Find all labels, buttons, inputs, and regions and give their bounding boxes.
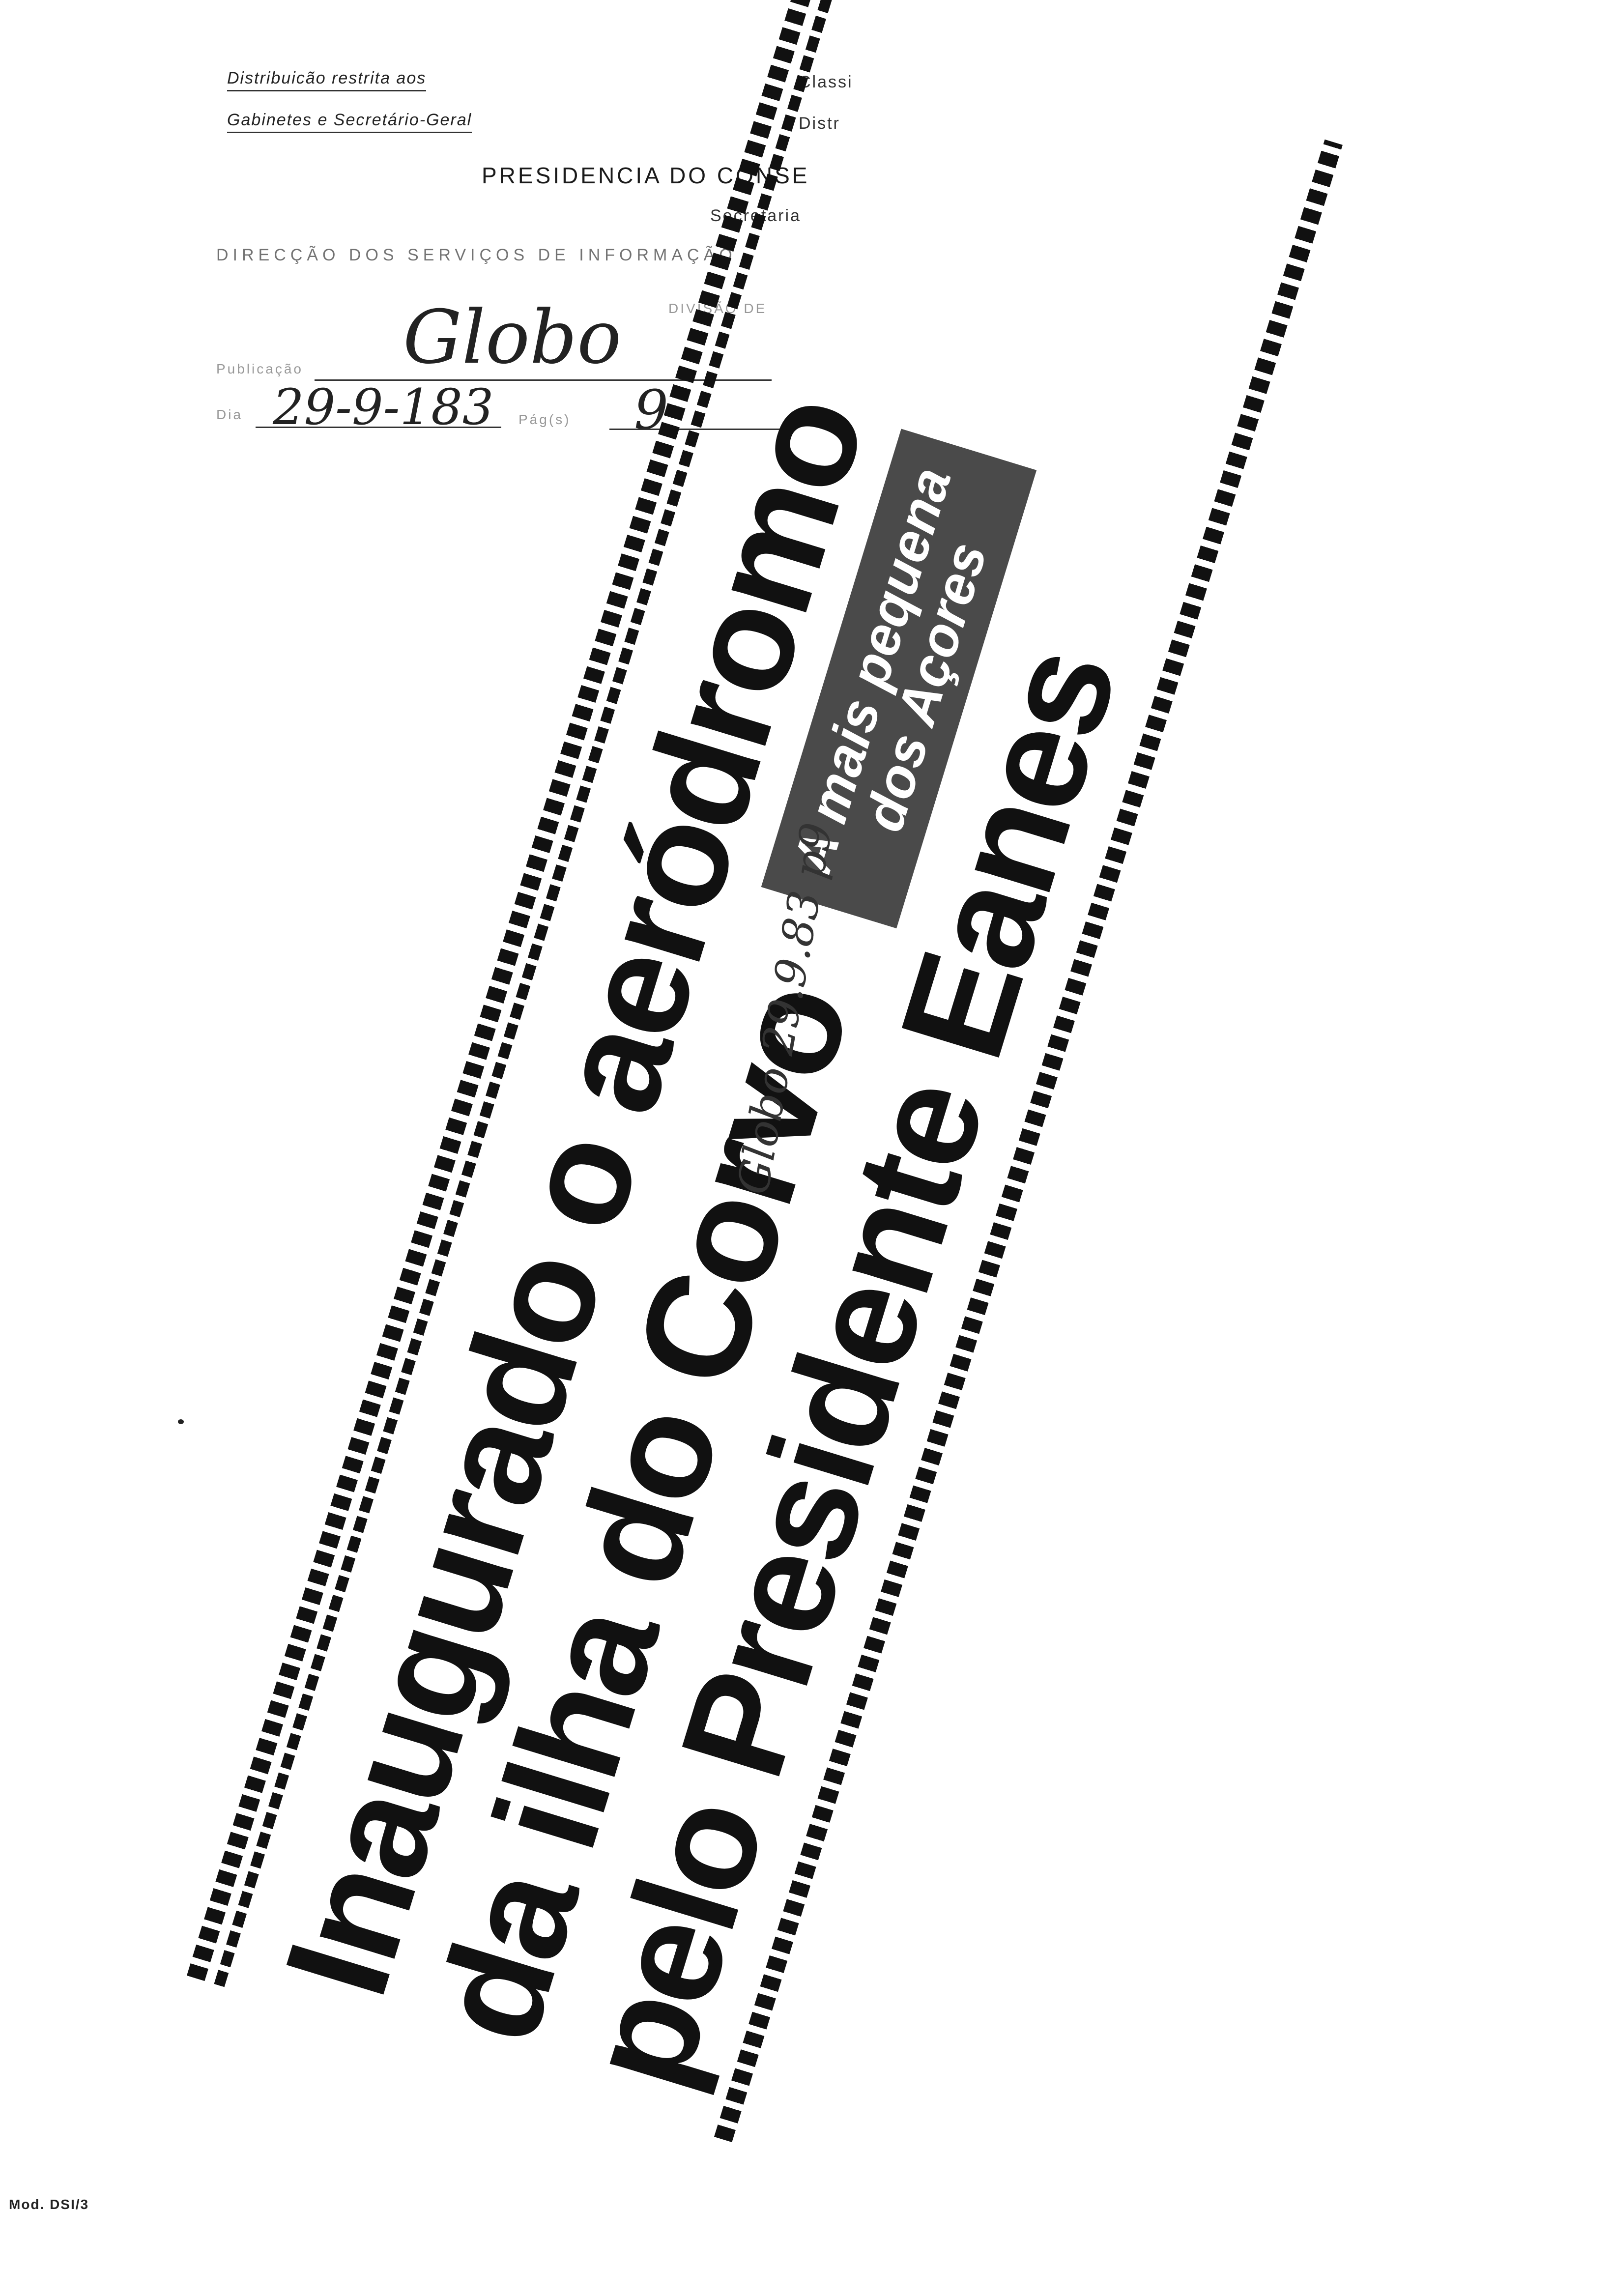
publicacao-underline — [315, 379, 772, 381]
dia-underline — [256, 427, 501, 428]
pagina-label: Pág(s) — [518, 412, 571, 427]
dia-label: Dia — [216, 407, 243, 422]
distribution-line-1: Distribuicão restrita aos — [227, 69, 427, 91]
direccao-heading: DIRECÇÃO DOS SERVIÇOS DE INFORMAÇÃO — [216, 246, 737, 264]
distribution-line-2: Gabinetes e Secretário-Geral — [227, 111, 472, 133]
form-model-code: Mod. DSI/3 — [9, 2197, 89, 2212]
distribution-label: Distr — [799, 114, 840, 133]
publicacao-label: Publicação — [216, 361, 303, 376]
dia-value: 29-9-183 — [273, 378, 494, 436]
publicacao-value: Globo — [403, 295, 622, 380]
ink-dot — [178, 1419, 184, 1424]
